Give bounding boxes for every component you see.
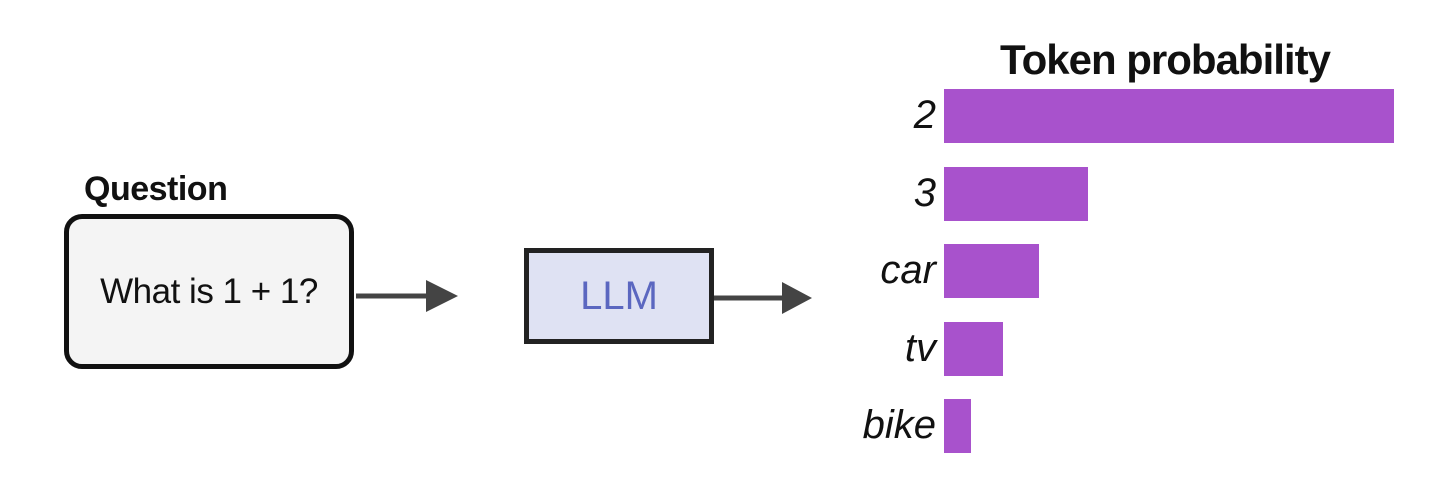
arrow-llm-to-chart (714, 282, 812, 314)
tick-label-3: 3 (913, 170, 936, 215)
question-box: What is 1 + 1? (64, 214, 354, 369)
arrow-question-to-llm (356, 280, 458, 312)
bar-2 (944, 89, 1394, 143)
tick-label-tv: tv (904, 325, 936, 370)
tick-label-car: car (880, 248, 936, 292)
bar-car (944, 244, 1039, 298)
bar-3 (944, 166, 1088, 221)
bar-bike (944, 399, 971, 453)
tick-label-2: 2 (913, 93, 936, 137)
question-title: Question (84, 170, 228, 208)
question-text: What is 1 + 1? (100, 271, 318, 311)
chart-title: Token probability (1000, 36, 1331, 83)
tick-label-bike: bike (862, 403, 936, 447)
llm-label: LLM (580, 273, 658, 318)
bar-tv (944, 321, 1003, 376)
llm-box: LLM (524, 248, 714, 344)
